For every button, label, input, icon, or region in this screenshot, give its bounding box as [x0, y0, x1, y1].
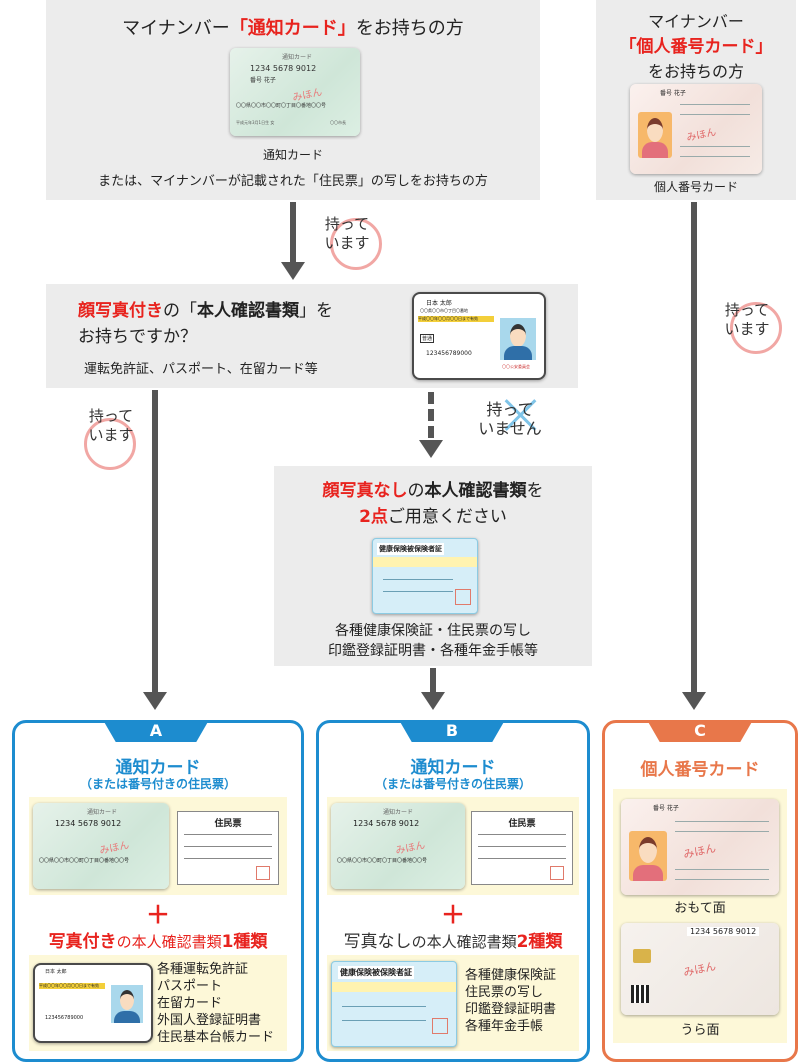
juminhyo-note: または、マイナンバーが記載された「住民票」の写しをお持ちの方: [98, 174, 488, 189]
question-text: 顔写真付きの「本人確認書類」を お持ちですか？: [78, 301, 333, 347]
ic-chip-icon: [633, 949, 651, 963]
drivers-license-image: 日本 太郎 〇〇県〇〇市〇丁目〇番地 平成〇〇年〇〇月〇〇日まで有効 普通 12…: [412, 292, 546, 380]
photo-id-question-box: 顔写真付きの「本人確認書類」を お持ちですか？ 運転免許証、パスポート、在留カー…: [46, 284, 578, 388]
drivers-license-image: 日本 太郎 平成〇〇年〇〇月〇〇日まで有効 123456789000: [33, 963, 153, 1043]
health-insurance-card-image: 健康保険被保険者証: [331, 961, 457, 1047]
arrow-to-panel-a: [152, 390, 158, 694]
have-badge-left: [84, 418, 136, 470]
mynumber-card-image: 番号 花子 みほん: [630, 84, 762, 174]
notification-card-caption: 通知カード: [262, 148, 323, 162]
panel-a: A 通知カード （または番号付きの住民票） 通知カード 1234 5678 90…: [12, 720, 304, 1062]
mynumber-card-holder-box: マイナンバー 「個人番号カード」 をお持ちの方 番号 花子 みほん 個人番号カー…: [596, 0, 796, 200]
arrow-to-panel-b: [430, 668, 436, 694]
photo-id-list: 各種運転免許証 パスポート 在留カード 外国人登録証明書 住民基本台帳カード: [157, 962, 275, 1045]
notification-card-heading: マイナンバー「通知カード」をお持ちの方: [122, 18, 464, 39]
portrait: [111, 985, 143, 1023]
juminhyo-image: 住民票: [177, 811, 279, 885]
question-examples: 運転免許証、パスポート、在留カード等: [84, 362, 318, 377]
notification-card-image: 通知カード 1234 5678 9012 みほん 〇〇県〇〇市〇〇町〇丁目〇番地…: [33, 803, 169, 889]
panel-b-requirement: 写真なしの本人確認書類2種類: [343, 932, 563, 952]
no-photo-id-box: 顔写真なしの本人確認書類を 2点ご用意ください 健康保険被保険者証 各種健康保険…: [274, 466, 592, 666]
panel-a-tab: A: [103, 720, 209, 742]
no-photo-heading: 顔写真なしの本人確認書類を 2点ご用意ください: [322, 481, 544, 527]
notification-card-image: 通知カード 1234 5678 9012 みほん 〇〇県〇〇市〇〇町〇丁目〇番地…: [331, 803, 465, 889]
arrow-to-panel-c: [691, 202, 697, 694]
qr-code-icon: [631, 985, 649, 1003]
arrow-head-icon: [281, 262, 305, 280]
panel-b: B 通知カード （または番号付きの住民票） 通知カード 1234 5678 90…: [316, 720, 590, 1062]
arrow-head-icon: [419, 440, 443, 458]
portrait: [629, 831, 667, 881]
arrow-head-icon: [421, 692, 445, 710]
dashed-arrow: [428, 392, 434, 438]
mynumber-card-front-image: 番号 花子 みほん: [621, 799, 779, 895]
have-badge-right: [730, 302, 782, 354]
plus-icon: ＋: [146, 901, 170, 929]
portrait: [638, 112, 672, 158]
not-have-badge: 持っていません: [478, 400, 542, 438]
notification-card-image: 通知カード 1234 5678 9012 番号 花子 みほん 〇〇県〇〇市〇〇町…: [230, 48, 360, 136]
juminhyo-image: 住民票: [471, 811, 573, 885]
panel-b-tab: B: [399, 720, 505, 742]
plus-icon: ＋: [441, 901, 465, 929]
arrow-to-question: [290, 202, 296, 264]
panel-a-requirement: 写真付きの本人確認書類1種類: [48, 932, 268, 952]
mynumber-card-back-image: 1234 5678 9012 みほん: [621, 923, 779, 1015]
no-photo-id-list: 各種健康保険証 住民票の写し 印鑑登録証明書 各種年金手帳: [465, 968, 557, 1034]
panel-c-tab: C: [647, 720, 753, 742]
portrait: [500, 318, 536, 360]
panel-c: C 個人番号カード 番号 花子 みほん おもて面 1234 5678 9012 …: [602, 720, 798, 1062]
health-insurance-card-image: 健康保険被保険者証: [372, 538, 478, 614]
notification-card-holder-box: マイナンバー「通知カード」をお持ちの方 通知カード 1234 5678 9012…: [46, 0, 540, 200]
arrow-head-icon: [143, 692, 167, 710]
have-badge-top: [330, 218, 382, 270]
arrow-head-icon: [682, 692, 706, 710]
